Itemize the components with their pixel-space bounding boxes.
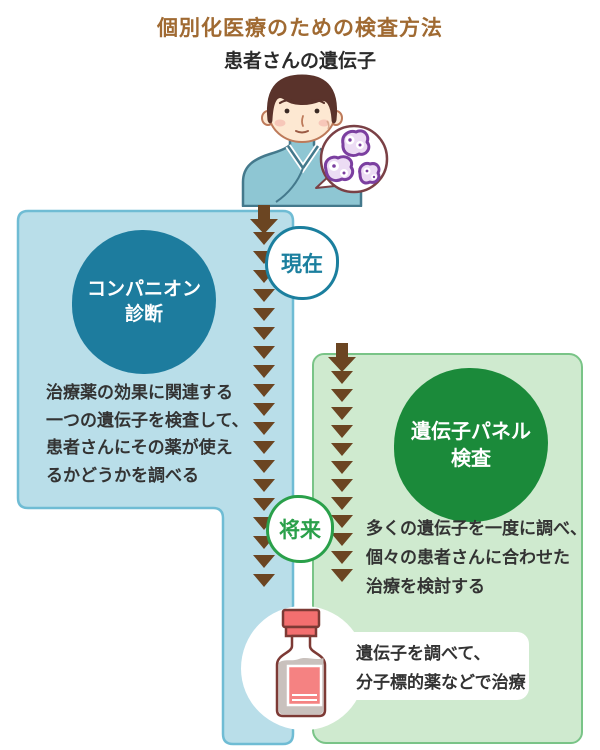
arrow-stem (336, 343, 348, 357)
right-arrow-chain (331, 371, 353, 582)
arrow-down-icon (331, 551, 353, 564)
treatment-note-label: 遺伝子を調べて、 分子標的薬などで治療 (356, 644, 526, 693)
gene-panel-circle: 遺伝子パネル 検査 (394, 368, 548, 522)
arrow-down-icon (331, 371, 353, 384)
arrow-down-icon (331, 533, 353, 546)
treatment-note: 遺伝子を調べて、 分子標的薬などで治療 (343, 632, 529, 700)
arrow-down-icon (253, 422, 275, 435)
medicine-bottle-icon (275, 608, 327, 718)
arrow-down-icon (253, 327, 275, 340)
arrow-down-icon (331, 569, 353, 582)
arrow-down-icon (253, 574, 275, 587)
badge-future: 将来 (266, 495, 334, 563)
arrow-down-icon (331, 425, 353, 438)
arrow-down-icon (331, 407, 353, 420)
arrow-down-icon (253, 346, 275, 359)
arrow-down-icon (253, 479, 275, 492)
patient-head (261, 74, 343, 143)
stem-arrow-icon (250, 205, 278, 234)
arrow-head (250, 219, 278, 234)
arrow-down-icon (253, 308, 275, 321)
arrow-down-icon (253, 441, 275, 454)
stem-arrow-icon (328, 343, 356, 372)
arrow-down-icon (253, 498, 275, 511)
arrow-down-icon (331, 515, 353, 528)
arrow-down-icon (253, 365, 275, 378)
arrow-down-icon (331, 497, 353, 510)
arrow-head (328, 357, 356, 372)
companion-diagnostics-circle: コンパニオン 診断 (72, 230, 216, 374)
gene-panel-description: 多くの遺伝子を一度に調べ、 個々の患者さんに合わせた 治療を検討する (366, 519, 587, 597)
gene-cells-bubble-icon (315, 124, 389, 194)
arrow-stem (258, 205, 270, 219)
badge-present: 現在 (265, 226, 339, 300)
arrow-down-icon (253, 555, 275, 568)
arrow-down-icon (331, 479, 353, 492)
arrow-down-icon (253, 460, 275, 473)
arrow-down-icon (253, 384, 275, 397)
arrow-down-icon (253, 289, 275, 302)
companion-description: 治療薬の効果に関連する 一つの遺伝子を検査して、 患者さんにその薬が使え るかど… (46, 383, 249, 486)
page-title: 個別化医療のための検査方法 (157, 16, 443, 40)
arrow-down-icon (253, 403, 275, 416)
arrow-down-icon (331, 389, 353, 402)
person-patient-illustration (241, 74, 389, 207)
patient-gene-heading: 患者さんの遺伝子 (223, 50, 376, 72)
arrow-down-icon (331, 461, 353, 474)
arrow-down-icon (253, 232, 275, 245)
arrow-down-icon (331, 443, 353, 456)
